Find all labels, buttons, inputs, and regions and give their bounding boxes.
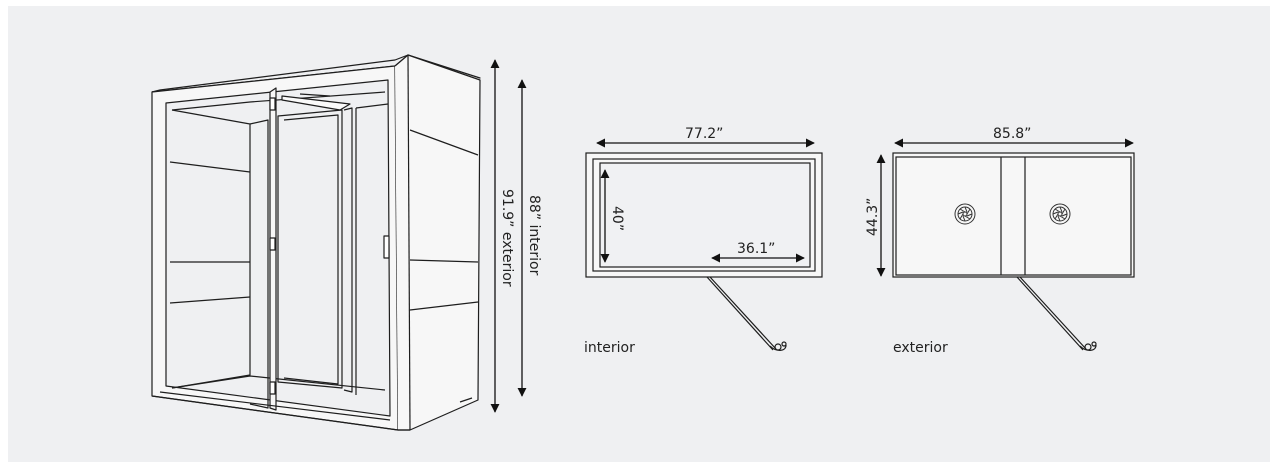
interior-height-label: 88” interior xyxy=(526,195,542,276)
interior-width-label: 77.2” xyxy=(685,126,723,142)
exterior-depth-label: 44.3” xyxy=(865,198,881,236)
booth-illustration xyxy=(151,54,481,431)
exterior-plan-inner xyxy=(895,156,1132,276)
interior-plan xyxy=(585,152,823,351)
exterior-height-label: 91.9” exterior xyxy=(499,189,515,287)
interior-plan-inner xyxy=(592,158,816,272)
exterior-caption: exterior xyxy=(893,340,948,356)
interior-plan-room xyxy=(599,162,811,268)
interior-door-swing xyxy=(706,276,787,351)
fan-icon xyxy=(1049,203,1071,225)
height-dimensions xyxy=(490,59,527,413)
exterior-door-swing xyxy=(1016,276,1097,351)
exterior-width-label: 85.8” xyxy=(993,126,1031,142)
exterior-plan-outer xyxy=(892,152,1135,278)
interior-half-width-label: 36.1” xyxy=(737,241,775,257)
interior-caption: interior xyxy=(584,340,635,356)
fan-icon xyxy=(954,203,976,225)
interior-depth-label: 40” xyxy=(609,206,625,231)
exterior-plan xyxy=(892,152,1135,351)
